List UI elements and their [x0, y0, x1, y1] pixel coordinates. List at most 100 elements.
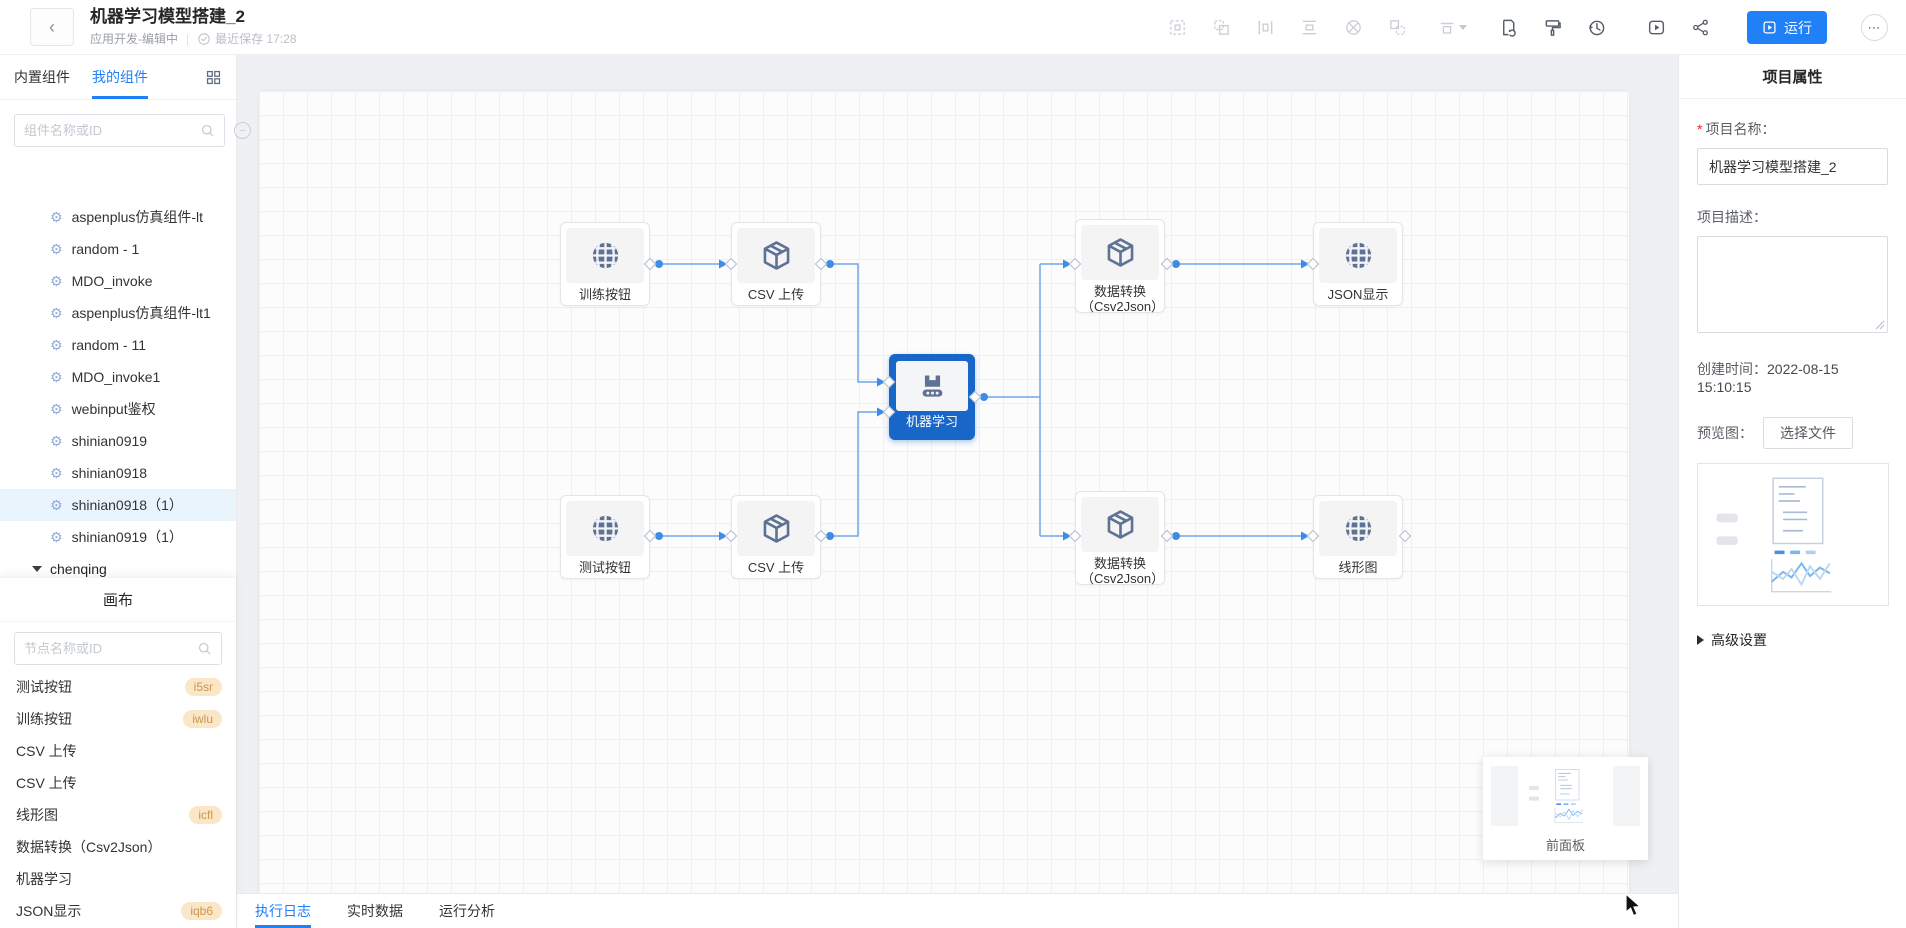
node-id-badge: iqb6	[181, 902, 222, 920]
created-time-label: 创建时间：	[1697, 361, 1767, 377]
flow-node-ml-selected[interactable]: 机器学习	[889, 354, 975, 440]
cube-icon	[737, 501, 815, 556]
gear-icon: ⚙	[50, 465, 63, 481]
preview-image-label: 预览图：	[1697, 425, 1753, 441]
front-panel-minimap[interactable]: 前面板	[1483, 757, 1648, 860]
node-list-item[interactable]: CSV 上传	[0, 767, 236, 799]
flow-node-json-display[interactable]: JSON显示	[1313, 222, 1403, 306]
component-item[interactable]: ⚙ shinian0918	[0, 457, 236, 489]
component-search-input[interactable]	[24, 123, 200, 138]
run-log-icon[interactable]	[1497, 17, 1519, 39]
component-item[interactable]: ⚙MDO_invoke1	[0, 361, 236, 393]
properties-title: 项目属性	[1679, 55, 1906, 99]
mask-icon[interactable]	[1342, 17, 1364, 39]
preview-image-frame	[1697, 463, 1889, 606]
component-item[interactable]: ⚙MDO_invoke	[0, 265, 236, 297]
distribute-horizontal-icon[interactable]	[1254, 17, 1276, 39]
project-desc-textarea[interactable]	[1698, 237, 1887, 332]
component-item[interactable]: ⚙shinian0919	[0, 425, 236, 457]
tutorial-video-icon[interactable]	[1645, 17, 1667, 39]
flow-node-train-button[interactable]: 训练按钮	[560, 222, 650, 306]
share-icon[interactable]	[1689, 17, 1711, 39]
save-status: 最近保存 17:28	[197, 30, 297, 47]
collapse-all-icon[interactable]: −	[234, 122, 251, 139]
component-item-selected[interactable]: ⚙ shinian0918（1）	[0, 489, 236, 521]
node-id-badge: icfl	[189, 806, 222, 824]
component-item-label: random - 1	[71, 241, 140, 257]
gear-icon: ⚙	[50, 305, 63, 321]
component-market-icon[interactable]	[205, 69, 222, 86]
group-icon[interactable]	[1210, 17, 1232, 39]
node-list-item[interactable]: 测试按钮 i5sr	[0, 671, 236, 703]
minimap-right-bar	[1613, 766, 1640, 826]
tab-realtime-data[interactable]: 实时数据	[347, 894, 403, 928]
node-list-item[interactable]: 数据转换（Csv2Json）	[0, 831, 236, 863]
node-item-label: 数据转换（Csv2Json）	[16, 839, 162, 855]
choose-file-button[interactable]: 选择文件	[1763, 417, 1853, 449]
component-item[interactable]: ⚙random - 11	[0, 329, 236, 361]
tab-execution-log[interactable]: 执行日志	[255, 894, 311, 928]
component-item-label: shinian0918	[71, 465, 148, 481]
node-list-item[interactable]: CSV 上传	[0, 735, 236, 767]
back-button[interactable]: ‹	[30, 8, 74, 46]
flow-node-label: JSON显示	[1327, 287, 1389, 302]
created-time-value: 2022-08-15 15:10:15	[1697, 361, 1839, 395]
node-item-label: CSV 上传	[16, 743, 77, 759]
tab-builtin-components[interactable]: 内置组件	[14, 55, 70, 99]
flow-node-label: CSV 上传	[747, 287, 805, 302]
flow-canvas[interactable]: 训练按钮 CSV 上传 数据转换（Csv2Json） JSON显示 机器学习 测…	[259, 91, 1629, 894]
component-item[interactable]: ⚙aspenplus仿真组件-lt	[0, 201, 236, 233]
flow-node-test-button[interactable]: 测试按钮	[560, 495, 650, 579]
cube-icon	[1081, 497, 1159, 552]
flow-node-line-chart[interactable]: 线形图	[1313, 495, 1403, 579]
component-item-label: shinian0918（1）	[71, 497, 183, 513]
run-button[interactable]: 运行	[1747, 11, 1827, 44]
flow-node-label: CSV 上传	[747, 560, 805, 575]
tab-run-analysis[interactable]: 运行分析	[439, 894, 495, 928]
saved-check-icon	[197, 32, 211, 46]
expand-triangle-icon	[32, 566, 42, 572]
advanced-settings-label: 高级设置	[1711, 632, 1767, 648]
ungroup-icon[interactable]	[1386, 17, 1408, 39]
node-item-label: 测试按钮	[16, 679, 72, 695]
connection	[821, 263, 889, 383]
flow-node-data-convert-1[interactable]: 数据转换（Csv2Json）	[1075, 219, 1165, 314]
distribute-vertical-icon[interactable]	[1298, 17, 1320, 39]
component-item[interactable]: ⚙aspenplus仿真组件-lt1	[0, 297, 236, 329]
flow-node-data-convert-2[interactable]: 数据转换（Csv2Json）	[1075, 491, 1165, 586]
component-item[interactable]: ⚙webinput鉴权	[0, 393, 236, 425]
flow-node-csv-upload-1[interactable]: CSV 上传	[731, 222, 821, 306]
advanced-settings-toggle[interactable]: 高级设置	[1697, 630, 1888, 650]
gear-icon: ⚙	[50, 337, 63, 353]
component-item[interactable]: ⚙shinian0919（1）	[0, 521, 236, 553]
node-list-item[interactable]: 机器学习	[0, 863, 236, 895]
component-search	[14, 114, 225, 147]
connection-layer	[643, 257, 1412, 543]
gear-icon: ⚙	[50, 241, 63, 257]
component-group-chenqing[interactable]: chenqing	[0, 553, 236, 577]
gear-icon: ⚙	[50, 497, 63, 513]
tab-my-components[interactable]: 我的组件	[92, 55, 148, 99]
component-item-label: MDO_invoke	[71, 273, 153, 289]
globe-icon	[1319, 228, 1397, 283]
chevron-down-icon	[1459, 25, 1467, 30]
main-area: 训练按钮 CSV 上传 数据转换（Csv2Json） JSON显示 机器学习 测…	[237, 55, 1678, 928]
project-name-input[interactable]	[1697, 148, 1888, 185]
minimap-label: 前面板	[1545, 838, 1585, 853]
node-id-badge: i5sr	[184, 678, 222, 696]
history-icon[interactable]	[1585, 17, 1607, 39]
back-chevron-icon: ‹	[49, 16, 55, 37]
flow-node-label: 训练按钮	[578, 287, 631, 302]
component-item[interactable]: ⚙ random - 1	[0, 233, 236, 265]
format-brush-icon[interactable]	[1541, 17, 1563, 39]
globe-icon	[566, 501, 644, 556]
node-search-input[interactable]	[24, 641, 197, 656]
align-dropdown[interactable]	[1438, 19, 1467, 37]
flow-node-csv-upload-2[interactable]: CSV 上传	[731, 495, 821, 579]
more-button[interactable]: ⋯	[1861, 14, 1888, 41]
marquee-select-icon[interactable]	[1166, 17, 1188, 39]
node-id-badge: iwlu	[183, 710, 222, 728]
